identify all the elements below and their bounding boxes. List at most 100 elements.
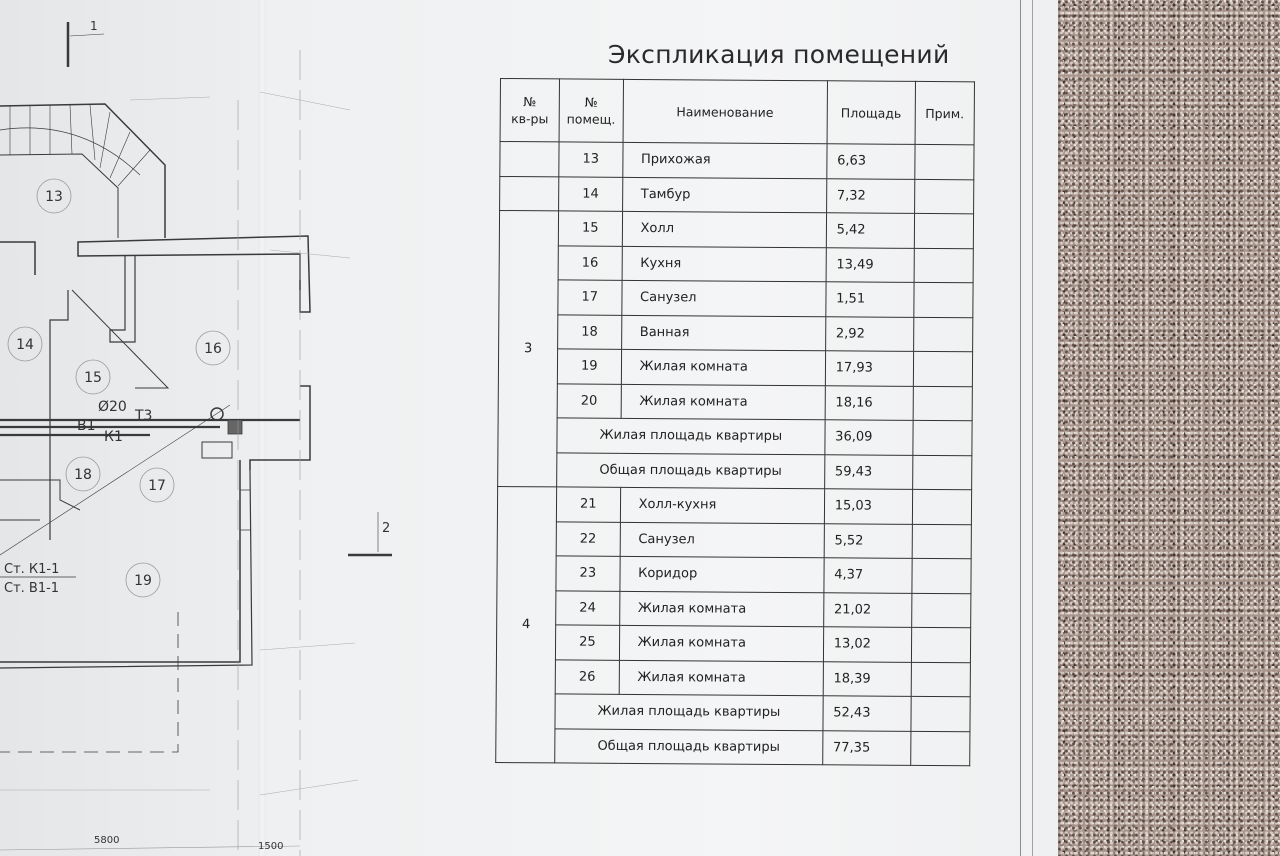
room-number: 21 [556,486,621,522]
room-label-17: 17 [148,478,166,494]
room-note [914,178,974,214]
header-text: помещ. [566,111,616,127]
pipe-k1-label: К1 [104,429,123,445]
total-label: Общая площадь квартиры [554,728,823,765]
room-name: Коридор [619,556,824,593]
total-area: 59,43 [824,454,913,490]
room-name: Тамбур [622,176,827,213]
room-number: 22 [556,521,620,557]
total-area: 52,43 [822,695,912,731]
pipe-diameter-label: Ø20 [98,399,127,415]
room-note [914,144,975,180]
room-number: 25 [555,624,620,660]
room-number: 17 [557,279,622,315]
room-area: 13,02 [823,626,912,662]
riser-b1-label: Ст. В1-1 [4,581,59,596]
room-number: 23 [555,555,620,591]
room-note [912,489,972,525]
room-name: Кухня [621,245,827,282]
room-number: 13 [558,141,623,177]
total-label: Общая площадь квартиры [556,452,825,489]
room-name: Жилая комната [619,590,824,627]
room-note [913,351,973,387]
page-edge [1032,0,1033,856]
room-name: Жилая комната [620,383,826,420]
pipe-t3-label: Т3 [134,408,152,424]
room-name: Санузел [619,521,825,558]
section-mark-2: 2 [382,521,390,536]
room-name: Прихожая [622,142,827,179]
room-note [912,523,972,559]
total-note [910,696,971,732]
header-note: Прим. [914,81,975,145]
granite-surface [1058,0,1280,856]
header-name: Наименование [622,79,828,144]
room-number: 18 [557,314,622,350]
room-note [911,558,972,594]
room-note [913,385,973,421]
room-name: Жилая комната [620,349,826,386]
header-area: Площадь [826,80,916,145]
room-area: 21,02 [823,592,912,628]
room-note [911,661,971,697]
room-note [913,282,974,318]
room-note [914,247,974,283]
total-note [912,454,972,490]
room-label-19: 19 [134,573,152,589]
riser-k1-label: Ст. К1-1 [4,562,59,577]
room-area: 5,42 [826,212,915,248]
room-note [911,592,971,628]
room-number: 26 [555,659,620,695]
room-name: Санузел [621,280,826,317]
room-number: 15 [558,210,623,246]
room-note [913,316,973,352]
room-note [914,213,974,249]
page-title: Экспликация помещений [608,40,950,69]
room-area: 18,39 [822,661,912,697]
room-label-13: 13 [45,189,63,205]
floor-plan: 1 2 13 14 15 16 18 17 19 Ø20 Т3 [0,19,392,856]
header-text: кв-ры [511,111,549,127]
room-number: 20 [557,383,621,419]
room-area: 6,63 [826,143,915,179]
pipe-b1-label: В1 [77,418,96,434]
room-area: 7,32 [826,178,915,214]
room-label-18: 18 [74,467,92,483]
total-area: 77,35 [822,730,911,766]
room-name: Холл-кухня [619,487,825,524]
explication-sheet [262,0,1062,856]
room-number: 16 [558,245,622,281]
room-number: 14 [558,176,623,212]
page-edge [1020,0,1021,856]
apartment-number: 3 [497,210,559,487]
section-mark-1: 1 [90,19,98,33]
room-name: Холл [621,211,827,248]
total-area: 36,09 [824,419,914,455]
total-label: Жилая площадь квартиры [556,417,825,455]
total-label: Жилая площадь квартиры [554,693,823,731]
room-name: Жилая комната [618,659,824,696]
room-name: Ванная [621,314,826,351]
total-note [910,730,970,766]
room-area: 13,49 [825,247,915,283]
room-number: 24 [555,590,620,626]
apartment-number: 4 [495,486,557,763]
